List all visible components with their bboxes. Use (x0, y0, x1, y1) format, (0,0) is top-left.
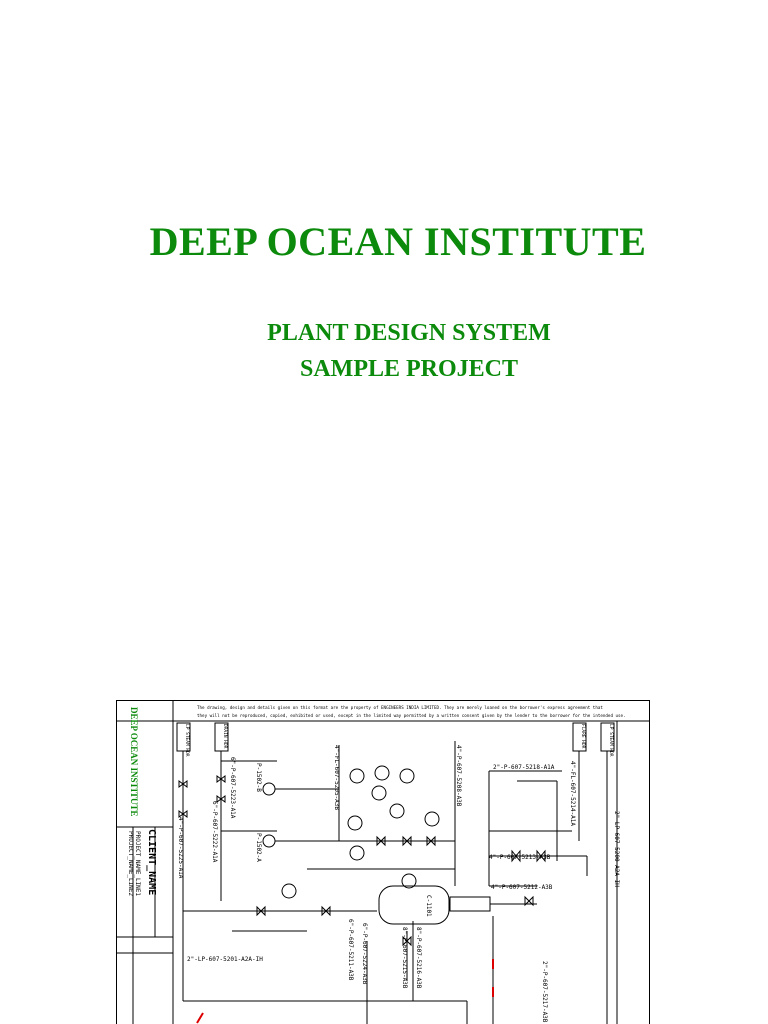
line-tag: 4"-P-607-5225-A1A (177, 817, 184, 879)
line-tag: 6"-P-607-5224-A3B (361, 923, 368, 985)
line-tag: 4"-P-607-5208-A3B (455, 745, 462, 807)
pid-diagram: The drawing, design and details given on… (117, 701, 649, 1024)
equipment-tag-c1101: C-1101 (425, 895, 432, 917)
project-line-1: PROJECT_NAME_LINE1 (134, 831, 141, 896)
line-tag: 4"-FL-607-5214-A1A (569, 761, 576, 826)
box-label-lp-steam: LP STEAM HDR (184, 724, 190, 757)
pid-drawing: The drawing, design and details given on… (116, 700, 650, 1024)
line-tag: 6"-P-607-5211-A3B (347, 919, 354, 981)
page-title: DEEP OCEAN INSTITUTE (149, 219, 647, 264)
equipment-tag-p1502b: P-1502-B (255, 763, 262, 792)
line-tag: 2"-P-607-5217-A3B (541, 961, 548, 1023)
drawing-notice-line-2: they will not be reproduced, copied, exh… (197, 713, 626, 718)
client-name: CLIENT_NAME (146, 829, 157, 895)
drawing-notice-line-1: The drawing, design and details given on… (197, 705, 603, 710)
line-tag: 6"-P-607-5222-A1A (211, 801, 218, 863)
line-tag: 6"-P-607-5223-A1A (229, 757, 236, 819)
box-label-lp-steam-2: LP STEAM HDR (608, 724, 614, 757)
box-label-drain: DRAIN HDR (222, 724, 228, 749)
project-line-2: PROJECT_NAME_LINE2 (127, 831, 134, 896)
subtitle-line-1: PLANT DESIGN SYSTEM (267, 320, 551, 346)
line-tag: 4"-P-607-5212-A3B (491, 884, 553, 891)
line-tag: 2"-LP-607-5201-A2A-IH (187, 956, 263, 963)
box-label-flare: FLARE HDR (580, 724, 586, 749)
line-tag: 2"-LP-607-5200-A2A-IH (613, 811, 620, 887)
sidebar-company-name: DEEP OCEAN INSTITUTE (129, 707, 139, 817)
equipment-tag-p1502a: P-1502-A (255, 833, 262, 862)
line-tag: 2"-P-607-5218-A1A (493, 764, 555, 771)
line-tag: 4"-P-607-5213-A3B (489, 854, 551, 861)
line-tag: 8"-P-607-5215-A3B (401, 927, 408, 989)
subtitle-line-2: SAMPLE PROJECT (299, 356, 518, 382)
line-tag: 8"-P-607-5216-A3B (415, 927, 422, 989)
line-tag: 4"-FL-607-5205-A3B (333, 745, 340, 810)
